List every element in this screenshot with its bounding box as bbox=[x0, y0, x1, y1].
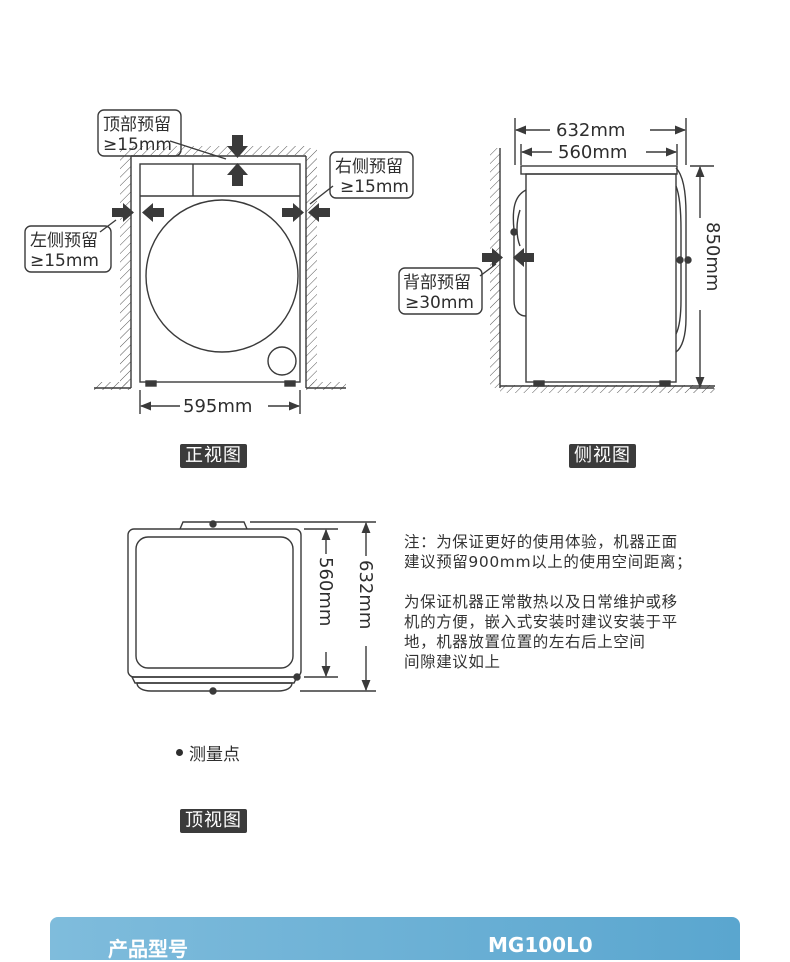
note-line: 地，机器放置位置的左右后上空间 bbox=[404, 633, 646, 651]
top-view-labels: 560mm 632mm bbox=[315, 557, 376, 629]
measure-point-front-b bbox=[684, 256, 692, 264]
left-clearance-arrow bbox=[112, 203, 134, 222]
note-line: 注：为保证更好的使用体验，机器正面 bbox=[404, 533, 678, 551]
right-clearance-arrow-inner bbox=[282, 203, 304, 222]
top-clearance-label: 顶部预留 bbox=[103, 115, 171, 135]
top-inner-dimension: 560mm bbox=[315, 557, 336, 626]
width-dimension: 595mm bbox=[183, 396, 252, 417]
top-outer-dimension: 632mm bbox=[355, 560, 376, 629]
right-wall bbox=[306, 148, 317, 386]
spec-value: MG100L0 bbox=[488, 933, 593, 957]
right-clearance-label: 右侧预留 bbox=[335, 157, 403, 177]
back-clearance-value: ≥30mm bbox=[405, 293, 474, 313]
top-clearance-arrow-inner bbox=[227, 163, 248, 186]
floor-right bbox=[306, 382, 346, 390]
washer-front-body bbox=[139, 163, 301, 383]
side-view-caption: 侧视图 bbox=[569, 444, 636, 468]
top-view-caption: 顶视图 bbox=[180, 809, 247, 833]
left-clearance-value: ≥15mm bbox=[30, 251, 99, 271]
top-clearance-callout bbox=[97, 109, 182, 157]
side-view-labels: 632mm 560mm 850mm 背部预留 ≥30mm bbox=[403, 120, 723, 313]
note-line: 机的方便，嵌入式安装时建议安装于平 bbox=[404, 613, 678, 631]
filter-cover bbox=[267, 346, 297, 376]
depth-inner-dimension: 560mm bbox=[558, 142, 627, 163]
top-clearance-value: ≥15mm bbox=[103, 135, 172, 155]
spec-table-header: 产品型号 MG100L0 bbox=[50, 917, 740, 961]
side-body bbox=[525, 173, 677, 383]
door-profile bbox=[675, 167, 687, 353]
legend-label: 测量点 bbox=[189, 745, 240, 765]
top-clearance-arrow bbox=[227, 135, 248, 158]
back-clearance-arrow bbox=[482, 248, 503, 267]
top-wall bbox=[131, 146, 306, 155]
side-top-panel bbox=[520, 165, 678, 175]
measure-point-front-a bbox=[676, 256, 684, 264]
spec-key: 产品型号 bbox=[108, 937, 188, 961]
left-wall bbox=[120, 148, 131, 386]
washer-door bbox=[145, 199, 299, 353]
left-clearance-arrow-inner bbox=[142, 203, 164, 222]
back-clearance-arrow-inner bbox=[513, 248, 534, 267]
left-clearance-label: 左侧预留 bbox=[30, 231, 98, 251]
side-view bbox=[398, 118, 715, 393]
depth-outer-dimension: 632mm bbox=[556, 120, 625, 141]
right-clearance-value: ≥15mm bbox=[340, 177, 409, 197]
top-view bbox=[127, 520, 376, 695]
side-floor bbox=[500, 385, 715, 393]
right-clearance-arrow bbox=[308, 203, 330, 222]
rear-pipes bbox=[512, 189, 527, 317]
right-clearance-callout bbox=[329, 151, 414, 199]
measure-point-icon bbox=[176, 749, 183, 756]
top-view-body bbox=[127, 528, 302, 678]
measure-point-top-back bbox=[209, 520, 217, 528]
measure-point-top-front bbox=[209, 687, 217, 695]
installation-notes: 注：为保证更好的使用体验，机器正面 建议预留900mm以上的使用空间距离； 为保… bbox=[404, 532, 692, 672]
front-view-caption: 正视图 bbox=[180, 444, 247, 468]
top-view-door bbox=[136, 682, 293, 692]
height-dimension: 850mm bbox=[702, 222, 723, 291]
measure-point-rear bbox=[510, 228, 518, 236]
back-clearance-callout bbox=[398, 267, 483, 315]
note-line: 建议预留900mm以上的使用空间距离； bbox=[404, 553, 693, 571]
note-line: 间隙建议如上 bbox=[404, 653, 501, 671]
left-clearance-callout bbox=[24, 225, 112, 273]
note-line: 为保证机器正常散热以及日常维护或移 bbox=[404, 593, 678, 611]
back-wall bbox=[490, 148, 500, 388]
back-clearance-label: 背部预留 bbox=[403, 273, 471, 293]
floor-left bbox=[94, 382, 131, 390]
front-view bbox=[24, 109, 414, 414]
measure-point-legend: 测量点 bbox=[176, 740, 240, 765]
front-view-labels: 顶部预留 ≥15mm 右侧预留 ≥15mm 左侧预留 ≥15mm 595mm bbox=[30, 115, 409, 417]
measure-point-top-side bbox=[293, 673, 301, 681]
